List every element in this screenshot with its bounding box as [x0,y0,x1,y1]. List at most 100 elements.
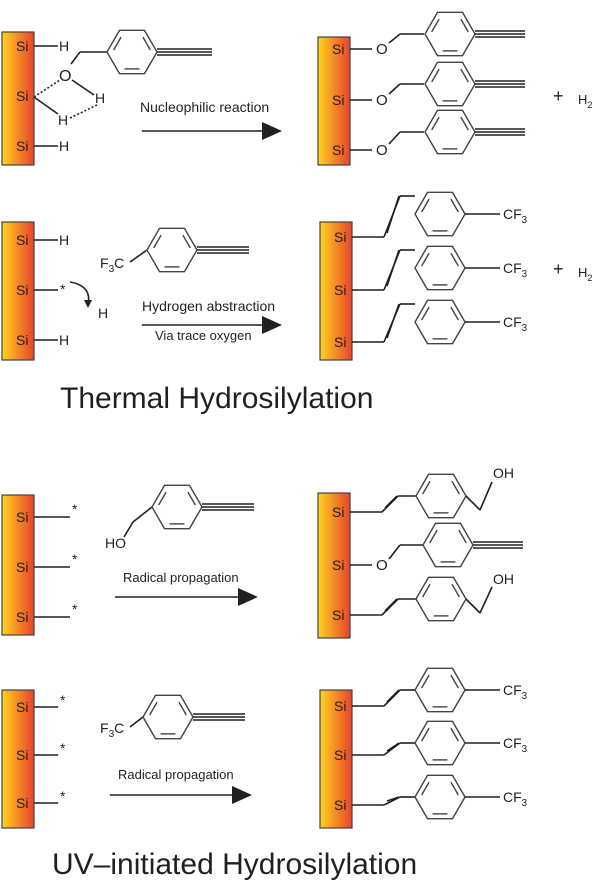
dashed-interaction [33,79,61,98]
ring-double-bond [187,491,196,506]
ring-double-bond [450,198,459,213]
si-atom: Si [16,609,28,625]
arrowhead-icon [238,588,258,606]
ring-double-bond [458,529,467,544]
o-h-bond [71,79,95,96]
benzene-ring [414,245,466,291]
si-atom: Si [16,795,28,811]
si-atom: Si [334,282,346,298]
radical-asterisk: * [60,788,66,804]
ring-double-bond [460,116,469,131]
reaction-label-radical-propagation-2: Radical propagation [118,767,234,782]
si-atom: Si [16,699,28,715]
si-atom: Si [332,41,344,57]
cf3-group: CF3 [503,260,528,280]
reaction-label-nucleophilic: Nucleophilic reaction [140,99,269,115]
si-atom: Si [16,138,28,154]
benzene-ring [424,11,476,57]
silicon-surface [1,494,35,636]
ring-double-bond [421,674,430,689]
arrowhead-icon [232,786,252,804]
h-atom: H [59,138,69,154]
ring-double-bond [460,18,469,33]
si-atom: Si [16,559,28,575]
ring-double-bond [421,781,430,796]
dashed-interaction [69,104,98,119]
vinyl-double-bond [386,249,400,287]
si-atom: Si [16,38,28,54]
ring-double-bond [153,234,162,249]
vinyl-double-bond [386,303,400,339]
ring-double-bond [450,306,459,321]
c-c-bond [132,506,153,523]
h-atom: H [58,112,68,128]
c-c-bond [465,495,481,511]
si-atom: Si [334,747,346,763]
ring-double-bond [431,116,440,131]
radical-asterisk: * [72,551,78,567]
radical-asterisk: * [72,501,78,517]
si-atom: Si [332,142,344,158]
ring-double-bond [113,36,122,51]
c-o-bond [70,51,81,65]
radical-asterisk: * [72,601,78,617]
h-atom: H [95,90,105,106]
ring-double-bond [422,583,431,598]
si-atom: Si [16,509,28,525]
ring-double-bond [182,234,191,249]
benzene-ring [424,109,476,155]
arrowhead-icon [262,122,282,140]
ring-double-bond [142,36,151,51]
si-atom: Si [334,698,346,714]
oh-group: OH [493,571,514,587]
benzene-ring [106,29,158,75]
silicon-surface [1,221,35,361]
benzene-ring [414,667,466,713]
o-atom: O [376,92,388,109]
si-atom: Si [332,504,344,520]
si-atom: Si [16,88,28,104]
curved-arrowhead-icon [84,300,92,308]
vinyl-double-bond [386,796,400,802]
si-atom: Si [332,607,344,623]
h-atom: H [98,305,108,321]
f3c-group: F3C [100,720,124,740]
h-atom: H [59,38,69,54]
vinyl-double-bond [386,689,400,703]
h2-molecule: H2 [578,265,592,283]
ring-double-bond [450,252,459,267]
ring-double-bond [450,781,459,796]
benzene-ring [142,694,194,740]
ring-double-bond [421,306,430,321]
silicon-surface [1,689,35,829]
benzene-ring [422,522,474,568]
c-c-bond [129,716,144,728]
radical-asterisk: * [60,281,66,297]
ring-double-bond [429,529,438,544]
si-h-bond [33,96,59,115]
o-c-bond [388,544,401,560]
section-title-uv: UV–initiated Hydrosilylation [52,848,417,881]
o-atom: O [59,68,71,85]
silicon-surface [1,31,35,166]
plus-sign: + [553,259,564,279]
f3c-group: F3C [100,255,124,275]
benzene-ring [414,720,466,766]
silicon-surface [319,221,353,361]
o-c-bond [388,83,401,95]
oh-group: OH [493,465,514,481]
vinyl-double-bond [386,742,400,752]
si-atom: Si [334,229,346,245]
arrowhead-icon [262,316,282,334]
reaction-label-radical-propagation-1: Radical propagation [123,570,239,585]
si-atom: Si [334,334,346,350]
ring-double-bond [421,198,430,213]
benzene-ring [414,299,466,345]
reaction-sublabel-trace-oxygen: Via trace oxygen [155,328,252,343]
silicon-surface [317,492,351,639]
silicon-surface [317,36,351,166]
o-atom: O [376,557,388,574]
o-atom: O [376,41,388,58]
cf3-group: CF3 [503,789,528,809]
